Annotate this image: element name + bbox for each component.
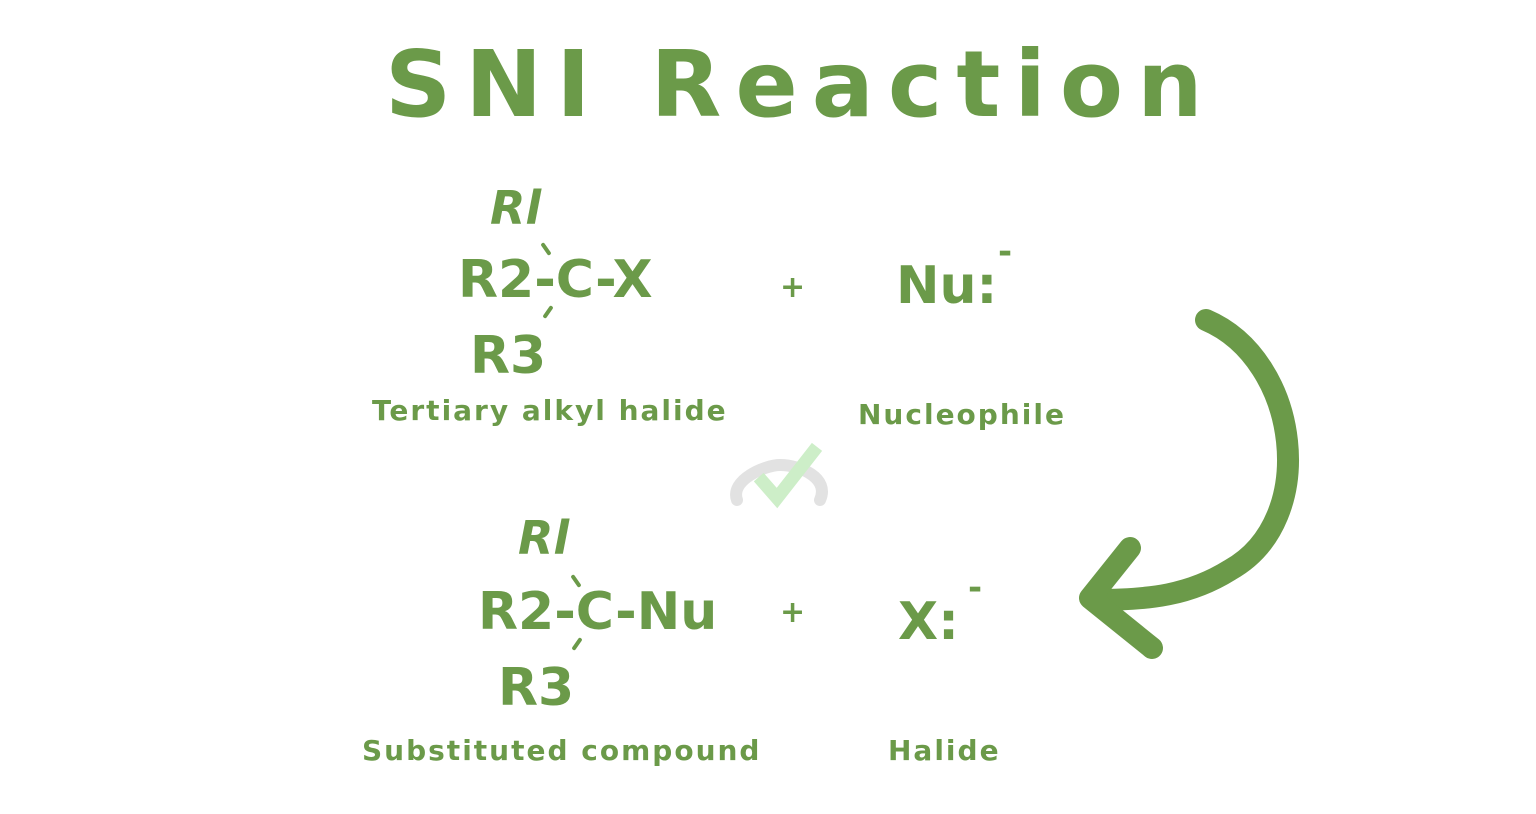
nucleophile-charge: - [998,232,1013,272]
plus-sign-products: + [780,595,806,630]
plus-sign-reactants: + [780,270,806,305]
halide-label: Halide [888,734,1001,767]
halide-charge: - [968,568,983,608]
diagram-title: SNI Reaction [385,31,1217,138]
substrate-r3-group: R3 [470,326,547,386]
product-label: Substituted compound [362,734,762,767]
product-r3-group: R3 [498,658,575,718]
checkmark-watermark-icon [730,442,828,509]
substrate-label: Tertiary alkyl halide [372,394,728,427]
substrate-main-chain: R2-C-X [458,250,653,310]
nucleophile-label: Nucleophile [858,398,1066,431]
product-main-chain: R2-C-Nu [478,582,718,642]
substrate-r1-group: Rl [490,181,542,235]
nucleophile-formula: Nu: [896,256,998,316]
product-r1-group: Rl [518,511,570,565]
halide-formula: X: [898,592,959,652]
